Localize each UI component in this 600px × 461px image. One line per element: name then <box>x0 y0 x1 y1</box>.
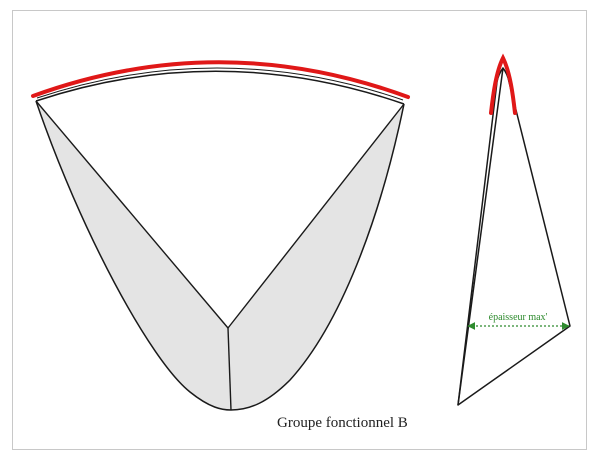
left-center-vertical <box>227 327 232 411</box>
left-top-arc-black <box>35 70 405 105</box>
left-top-arc-red <box>31 60 410 99</box>
right-tip-red <box>489 53 517 115</box>
figure-caption: Groupe fonctionnel B <box>277 415 408 431</box>
left-body-gray-fill <box>36 101 404 410</box>
thickness-label: épaisseur max' <box>489 312 548 323</box>
right-triangle-outline <box>457 67 571 406</box>
left-inner-v-right <box>227 103 405 329</box>
left-top-arc-black-inner <box>36 67 404 101</box>
left-inner-v-left <box>35 100 229 329</box>
